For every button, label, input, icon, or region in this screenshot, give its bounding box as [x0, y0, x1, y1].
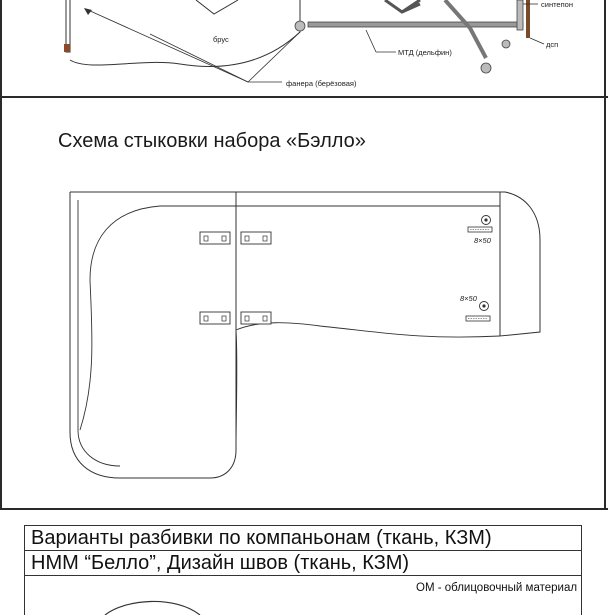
connector-bracket — [240, 311, 272, 325]
cladding-note: ОМ - облицовочный материал — [416, 582, 578, 594]
chipboard-label: дсп — [546, 40, 559, 49]
seam-drawing — [104, 600, 201, 615]
bolt-size-label: 8×50 — [474, 236, 491, 245]
plywood-label: фанера (берёзовая) — [286, 79, 357, 88]
connector-bracket — [240, 231, 272, 245]
assembly-plan-diagram — [69, 191, 541, 479]
beam-end-marker — [64, 44, 70, 52]
connector-bracket — [199, 231, 231, 245]
spec-row-seams: НММ “Белло”, Дизайн швов (ткань, КЗМ) — [24, 550, 582, 576]
bolt-symbol — [465, 301, 491, 322]
beam-label: брус — [213, 35, 229, 44]
upper-frame — [0, 0, 606, 508]
padding-label: синтепон — [541, 0, 573, 9]
spec-table: Варианты разбивки по компаньонам (ткань,… — [0, 512, 608, 615]
section-divider-top — [0, 96, 608, 98]
mechanism-label: МТД (дельфин) — [398, 48, 452, 57]
spec-drawing-area — [24, 575, 582, 615]
spec-row-companions: Варианты разбивки по компаньонам (ткань,… — [24, 525, 582, 551]
connector-bracket — [199, 311, 231, 325]
cross-section-diagram — [64, 0, 545, 83]
section-divider-bottom — [0, 508, 608, 510]
bolt-symbol — [467, 215, 493, 233]
assembly-title: Схема стыковки набора «Бэлло» — [58, 130, 366, 152]
bolt-size-label: 8×50 — [460, 294, 477, 303]
